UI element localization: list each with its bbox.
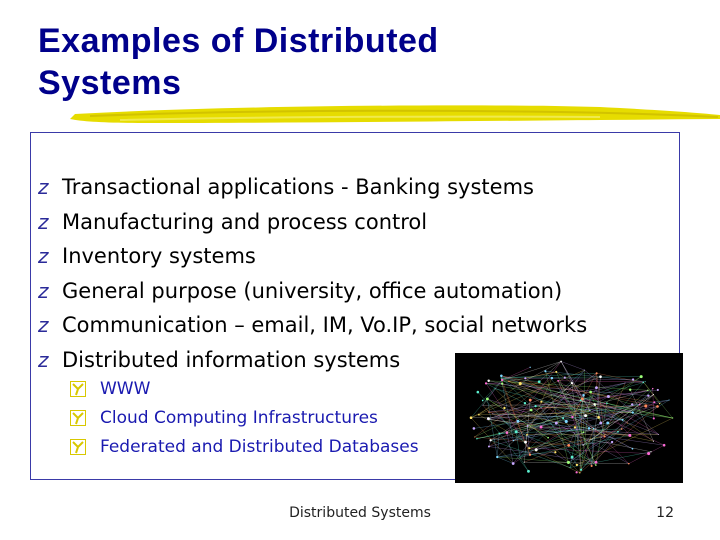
y-box-bullet-icon — [70, 410, 100, 426]
sub-bullet-text: WWW — [100, 379, 151, 399]
list-item: z Inventory systems — [38, 239, 587, 274]
bullet-text: Manufacturing and process control — [62, 209, 428, 234]
title-underline-brushstroke — [70, 105, 720, 123]
list-item: Cloud Computing Infrastructures — [70, 404, 419, 433]
y-box-bullet-icon — [70, 381, 100, 397]
z-bullet-icon: z — [38, 209, 49, 234]
bullet-text: Distributed information systems — [62, 347, 401, 372]
list-item: WWW — [70, 375, 419, 404]
bullet-text: Inventory systems — [62, 244, 256, 268]
list-item: z General purpose (university, office aut… — [38, 274, 587, 309]
title-line-1: Examples of Distributed — [38, 22, 439, 60]
bullet-text: Communication – email, IM, Vo.IP, social… — [62, 313, 588, 337]
z-bullet-icon: z — [38, 347, 49, 372]
z-bullet-icon: z — [38, 244, 49, 268]
list-item: Federated and Distributed Databases — [70, 433, 419, 462]
list-item: z Transactional applications - Banking sy… — [38, 170, 587, 205]
bullet-text: General purpose (university, office auto… — [62, 278, 563, 303]
title-line-2: Systems — [38, 64, 182, 102]
z-bullet-icon: z — [38, 278, 49, 303]
sub-bullet-list: WWW Cloud Computing Infrastructures Fede… — [70, 375, 419, 462]
sub-bullet-text: Federated and Distributed Databases — [100, 437, 419, 457]
sub-bullet-text: Cloud Computing Infrastructures — [100, 408, 378, 428]
footer-text: Distributed Systems — [289, 505, 431, 521]
network-graph-image — [455, 353, 683, 483]
list-item: z Communication – email, IM, Vo.IP, socia… — [38, 308, 587, 343]
main-bullet-list: z Transactional applications - Banking sy… — [38, 170, 587, 377]
slide-title: Examples of Distributed Systems — [38, 20, 698, 104]
z-bullet-icon: z — [38, 175, 49, 199]
page-number: 12 — [656, 505, 674, 521]
list-item: z Distributed information systems — [38, 343, 587, 378]
y-box-bullet-icon — [70, 439, 100, 455]
bullet-text: Transactional applications - Banking sys… — [62, 175, 534, 199]
z-bullet-icon: z — [38, 313, 49, 337]
list-item: z Manufacturing and process control — [38, 205, 587, 240]
